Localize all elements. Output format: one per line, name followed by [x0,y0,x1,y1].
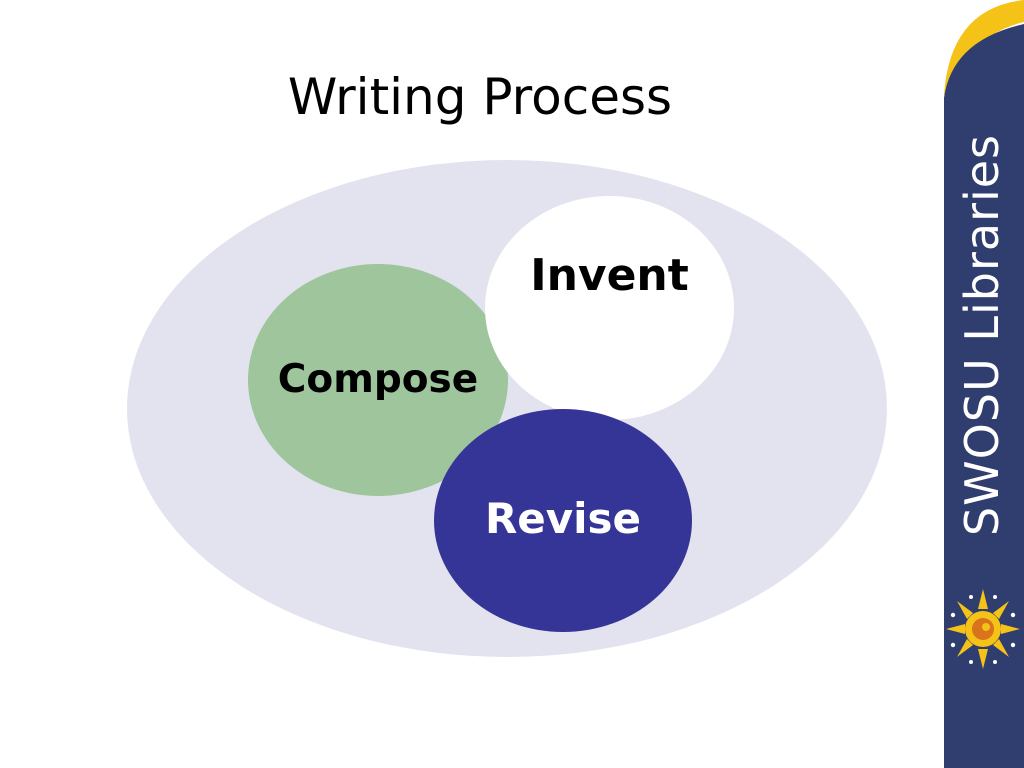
sun-icon [946,589,1020,669]
invent-circle: Invent [485,196,734,420]
slide-title: Writing Process [287,68,673,126]
brand-sidebar [940,0,1024,768]
revise-label: Revise [484,494,642,543]
brand-logo-text: SWOSU Libraries [955,133,1009,537]
revise-circle: Revise [434,409,692,632]
compose-label: Compose [277,356,479,402]
brand-bar-fill [944,24,1024,768]
brand-accent-swoosh-inner [946,0,1024,95]
brand-sidebar-graphic [944,0,1024,768]
invent-label: Invent [530,250,689,301]
